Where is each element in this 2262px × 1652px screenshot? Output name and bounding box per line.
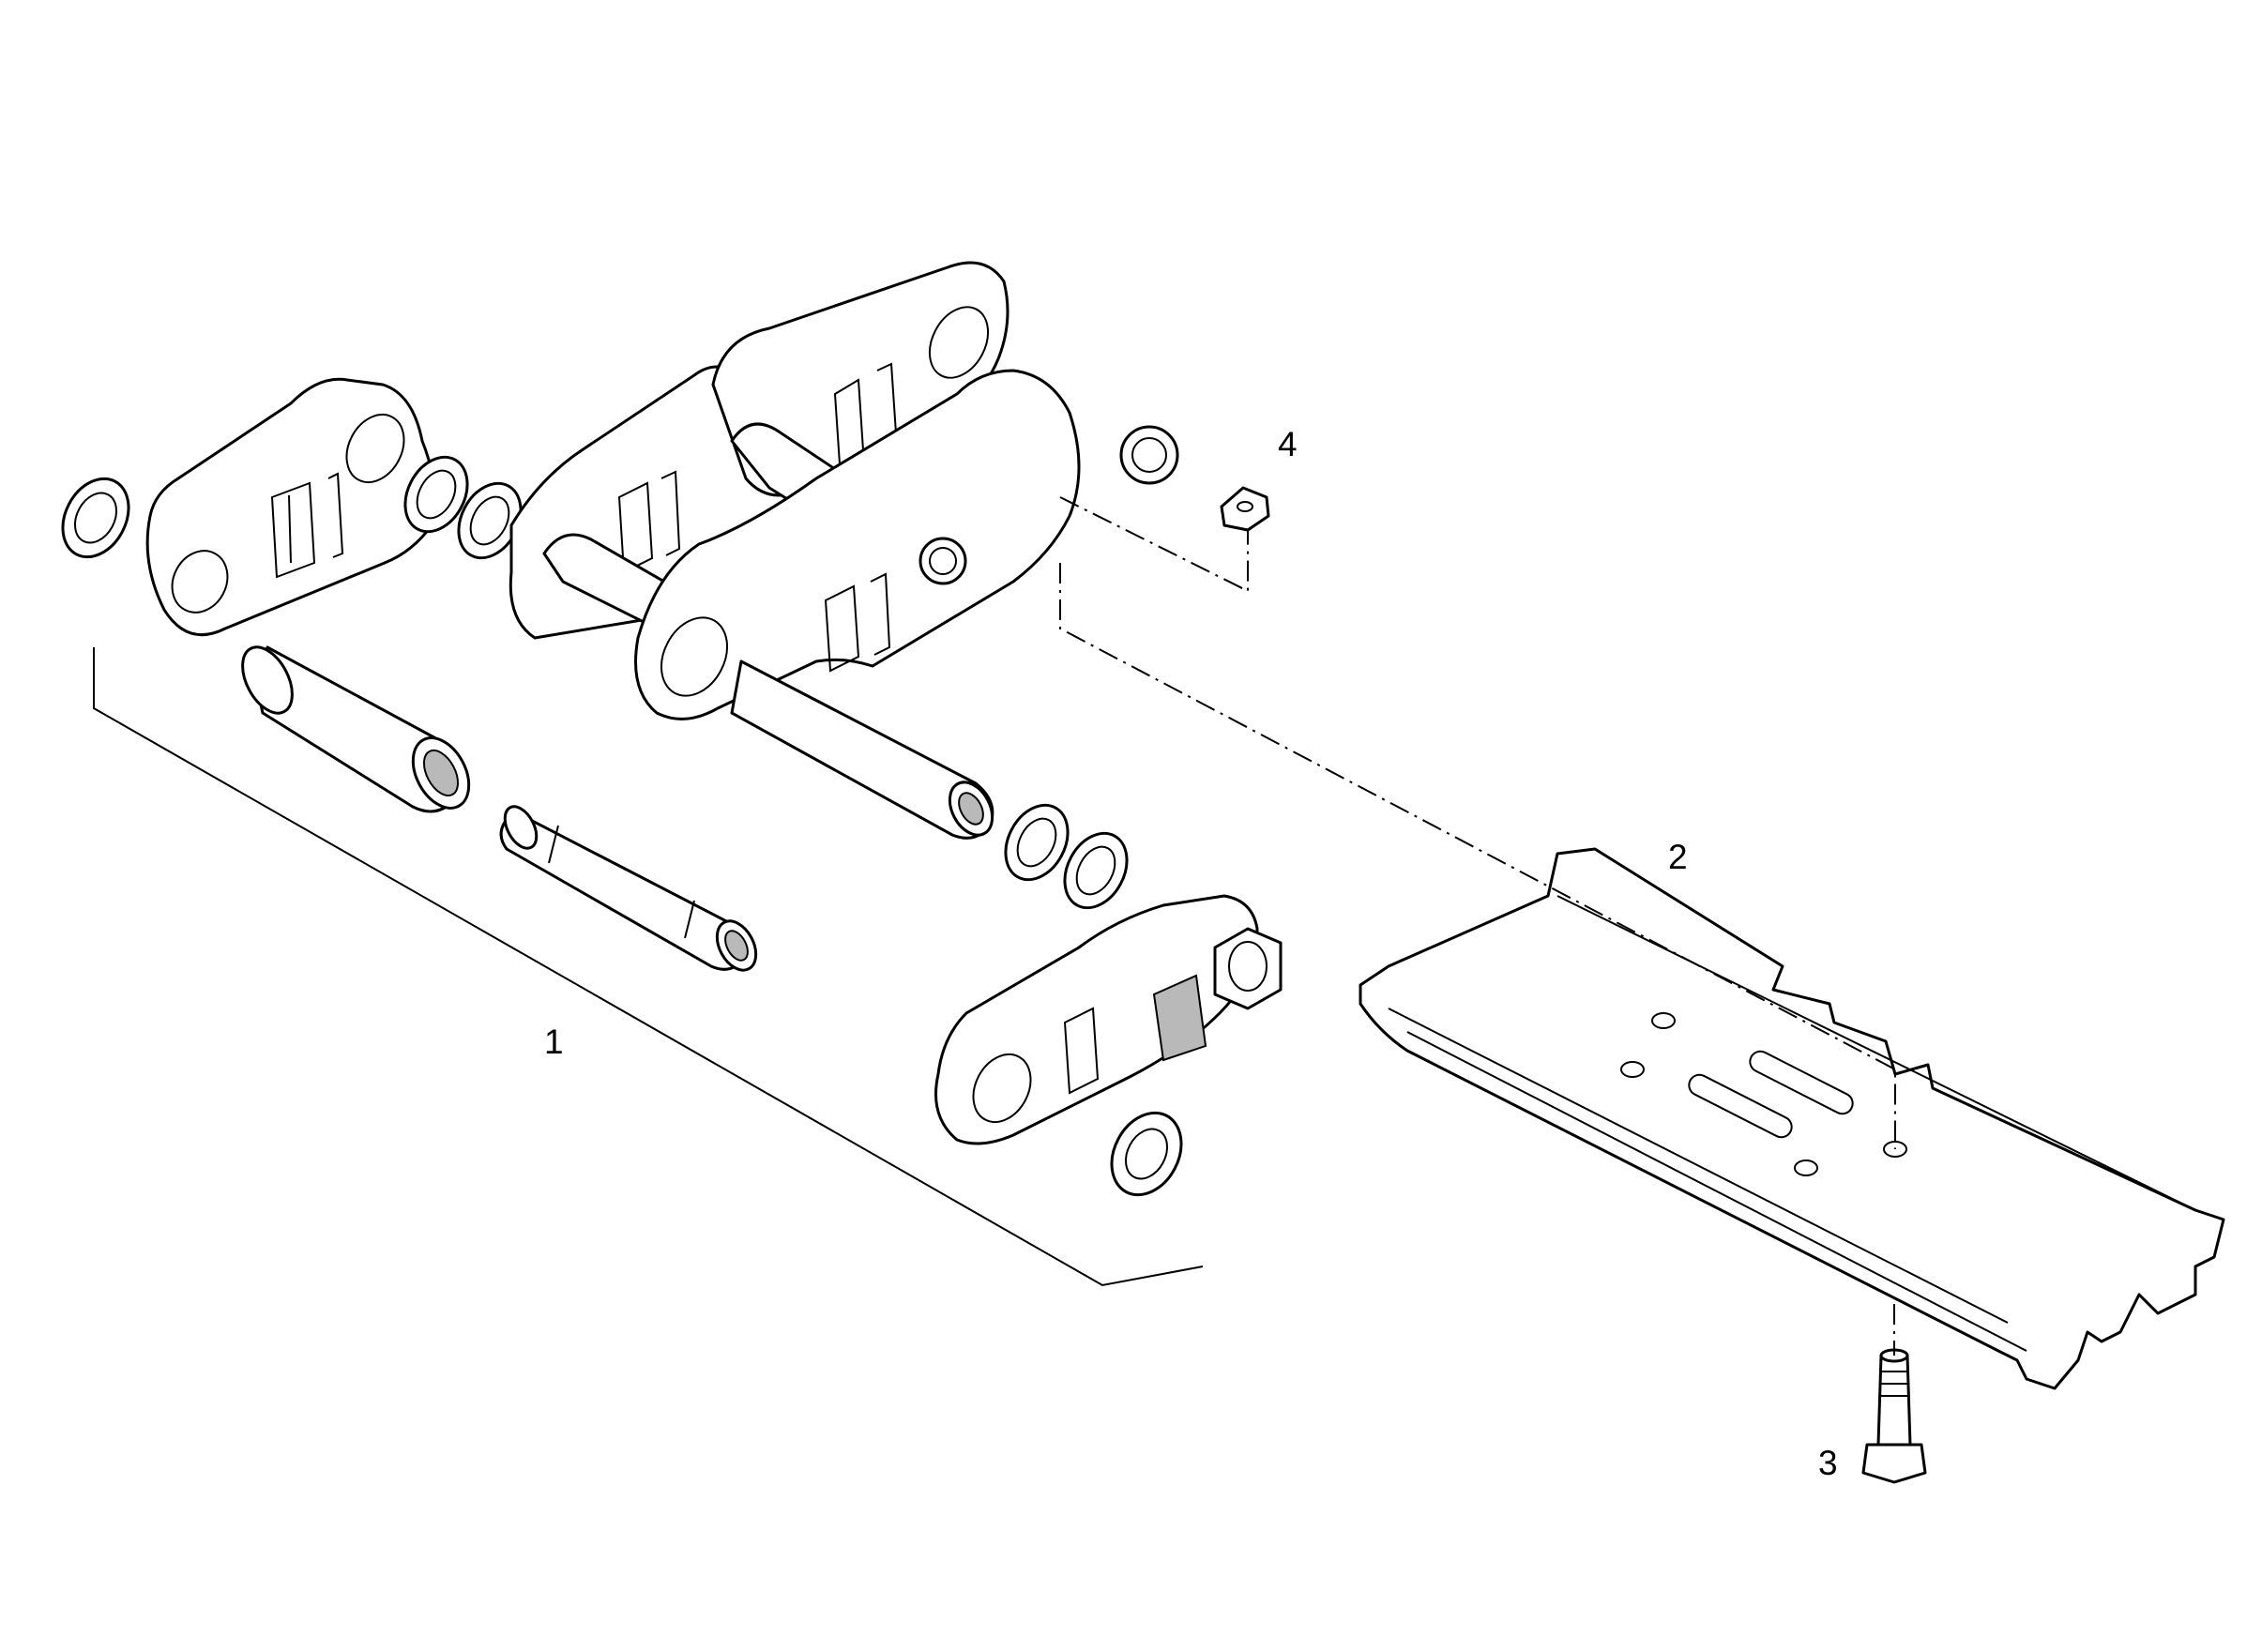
assembly-bracket-line xyxy=(93,647,1204,1287)
track-link-left xyxy=(145,377,436,637)
callout-label-3: 3 xyxy=(1818,1444,1838,1482)
callout-label-4: 4 xyxy=(1278,425,1298,463)
track-bushing xyxy=(241,645,471,813)
square-nut xyxy=(1220,486,1270,532)
assembly-leader-lines xyxy=(1059,496,1896,1356)
track-link-lower-right xyxy=(934,894,1283,1145)
washer-bottom xyxy=(1110,1111,1183,1197)
callout-label-1: 1 xyxy=(544,1023,564,1061)
track-link-front-right xyxy=(634,369,1179,720)
washer-pair-lower xyxy=(1004,803,1129,910)
link-long-shaft xyxy=(730,659,994,840)
seal-ring-left xyxy=(61,477,130,559)
callout-label-2: 2 xyxy=(1668,838,1688,876)
track-chain-assembly xyxy=(61,261,1283,1287)
washer-pair-upper-left xyxy=(403,455,523,560)
track-bolt xyxy=(1861,1348,1927,1484)
track-shoe xyxy=(1359,847,2225,1390)
track-pin xyxy=(499,805,758,972)
